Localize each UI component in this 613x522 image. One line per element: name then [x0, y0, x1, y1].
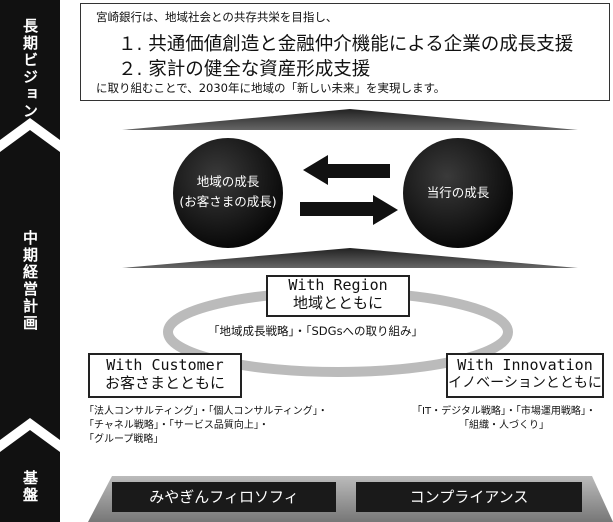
with-customer-title-en: With Customer — [106, 356, 224, 374]
vision-goal-2: ２. 家計の健全な資産形成支援 — [118, 59, 371, 80]
philosophy-panel — [112, 482, 336, 512]
vision-trapezoid — [122, 109, 578, 130]
arrow-right-icon — [300, 195, 398, 225]
sidebar-label-midterm: 中期経営計画 — [21, 230, 39, 332]
with-region-title-jp: 地域とともに — [292, 294, 383, 312]
local-growth-circle — [173, 138, 283, 248]
sidebar-bands — [0, 0, 60, 522]
compliance-label: コンプライアンス — [409, 488, 529, 506]
midterm-band — [0, 130, 60, 440]
vision-box — [80, 3, 610, 101]
local-growth-line2: (お客さまの成長) — [179, 194, 277, 209]
region-strategies: 「地域成長戦略」・「SDGsへの取り組み」 — [208, 324, 424, 338]
bank-growth-circle — [403, 138, 513, 248]
customer-strategies: 「法人コンサルティング」・「個人コンサルティング」・ 「チャネル戦略」・「サービ… — [84, 405, 328, 447]
customer-strategy-line3: 「グループ戦略」 — [84, 434, 164, 445]
innovation-strategy-line1: 「IT・デジタル戦略」・「市場運用戦略」・ — [412, 406, 596, 417]
bank-growth-label: 当行の成長 — [426, 185, 490, 200]
customer-strategy-line2: 「チャネル戦略」・「サービス品質向上」・ — [84, 420, 269, 431]
with-innovation-title-en: With Innovation — [457, 356, 593, 374]
customer-strategy-line1: 「法人コンサルティング」・「個人コンサルティング」・ — [84, 406, 328, 417]
with-customer-box: With Customer お客さまとともに — [88, 353, 242, 398]
foundation-band — [0, 430, 60, 522]
philosophy-label: みやぎんフィロソフィ — [149, 488, 299, 506]
local-growth-line1: 地域の成長 — [196, 174, 260, 189]
with-customer-title-jp: お客さまとともに — [104, 374, 225, 392]
innovation-strategy-line2: 「組織・人づくり」 — [459, 420, 549, 431]
sidebar-label-vision: 長期ビジョン — [21, 18, 39, 120]
compliance-panel — [356, 482, 582, 512]
sidebar-label-foundation: 基盤 — [21, 470, 39, 504]
innovation-strategies: 「IT・デジタル戦略」・「市場運用戦略」・ 「組織・人づくり」 — [398, 405, 610, 433]
local-growth-label: 地域の成長 (お客さまの成長) — [173, 172, 283, 212]
with-innovation-box: With Innovation イノベーションとともに — [446, 353, 604, 398]
vision-intro: 宮崎銀行は、地域社会との共存共栄を目指し、 — [96, 10, 338, 24]
vision-goal-1: １. 共通価値創造と金融仲介機能による企業の成長支援 — [118, 34, 574, 55]
with-region-box: With Region 地域とともに — [266, 275, 410, 317]
midterm-trapezoid — [122, 248, 578, 268]
with-region-title-en: With Region — [288, 276, 388, 294]
vision-outro: に取り組むことで、2030年に地域の「新しい未来」を実現します。 — [96, 81, 446, 95]
with-innovation-title-jp: イノベーションとともに — [448, 375, 602, 391]
vision-band — [0, 0, 60, 140]
arrow-left-icon — [303, 155, 390, 185]
